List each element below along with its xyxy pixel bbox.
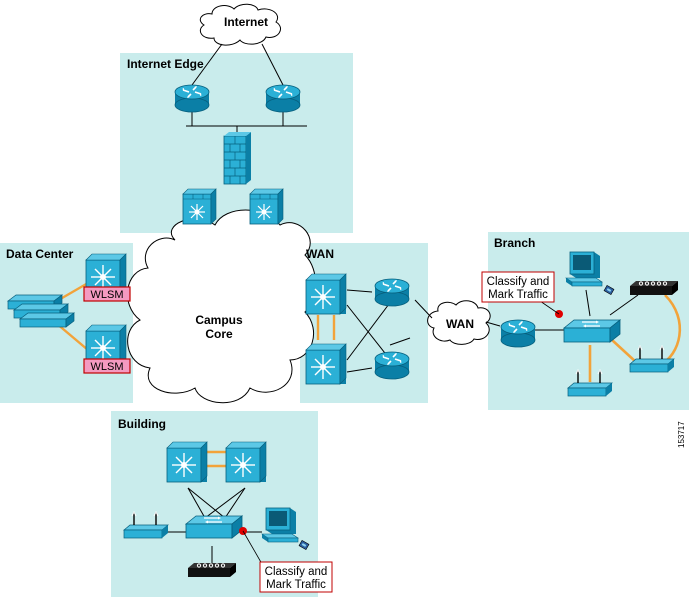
branch-callout <box>481 271 555 303</box>
building-links <box>168 487 262 565</box>
wan-switch-bottom <box>305 343 347 385</box>
internet-label: Internet <box>224 15 268 29</box>
wlsm-badge-top <box>83 286 131 302</box>
wan-zone-title: WAN <box>306 247 334 261</box>
building-title: Building <box>118 417 166 431</box>
security-appliance-right <box>249 188 284 225</box>
building-ip-phone <box>187 562 237 578</box>
security-appliance-left <box>182 188 217 225</box>
branch-callout-line1: Classify and <box>487 276 550 288</box>
wan-router-bottom <box>374 351 410 380</box>
building-distribution-switch-right <box>225 441 267 483</box>
campus-core-label-line2: Core <box>205 327 233 341</box>
wlsm-badge-bottom <box>83 358 131 374</box>
firewall <box>223 131 252 185</box>
building-access-switch <box>185 515 243 539</box>
wan-switch-top <box>305 273 347 315</box>
wan-cloud <box>427 300 491 345</box>
internet-router-right <box>265 84 301 113</box>
wlsm-badge-top-label: WLSM <box>91 289 124 301</box>
wan-router-top <box>374 278 410 307</box>
internet-cloud <box>199 3 281 46</box>
figure-number: 153717 <box>677 421 686 448</box>
building-core-link <box>207 450 226 468</box>
wlsm-badge-bottom-label: WLSM <box>91 361 124 373</box>
branch-callout-line2: Mark Traffic <box>488 289 548 301</box>
campus-core-cloud <box>127 209 316 404</box>
server-3 <box>19 312 75 328</box>
branch-pc <box>565 251 603 287</box>
branch-links <box>485 289 639 331</box>
building-distribution-switch-left <box>166 441 208 483</box>
branch-switch <box>563 319 621 343</box>
building-callout-line2: Mark Traffic <box>266 579 326 591</box>
internet-router-left <box>174 84 210 113</box>
building-pc <box>261 507 299 543</box>
building-callout <box>259 561 333 593</box>
wan-switch-link <box>316 315 336 340</box>
branch-title: Branch <box>494 236 535 250</box>
data-center-title: Data Center <box>6 247 74 261</box>
internet-edge-title: Internet Edge <box>127 57 204 71</box>
building-callout-line1: Classify and <box>265 566 328 578</box>
branch-ip-phone <box>629 280 679 296</box>
campus-core-label-line1: Campus <box>195 313 243 327</box>
branch-router <box>500 319 536 348</box>
wan-cloud-label: WAN <box>446 317 474 331</box>
